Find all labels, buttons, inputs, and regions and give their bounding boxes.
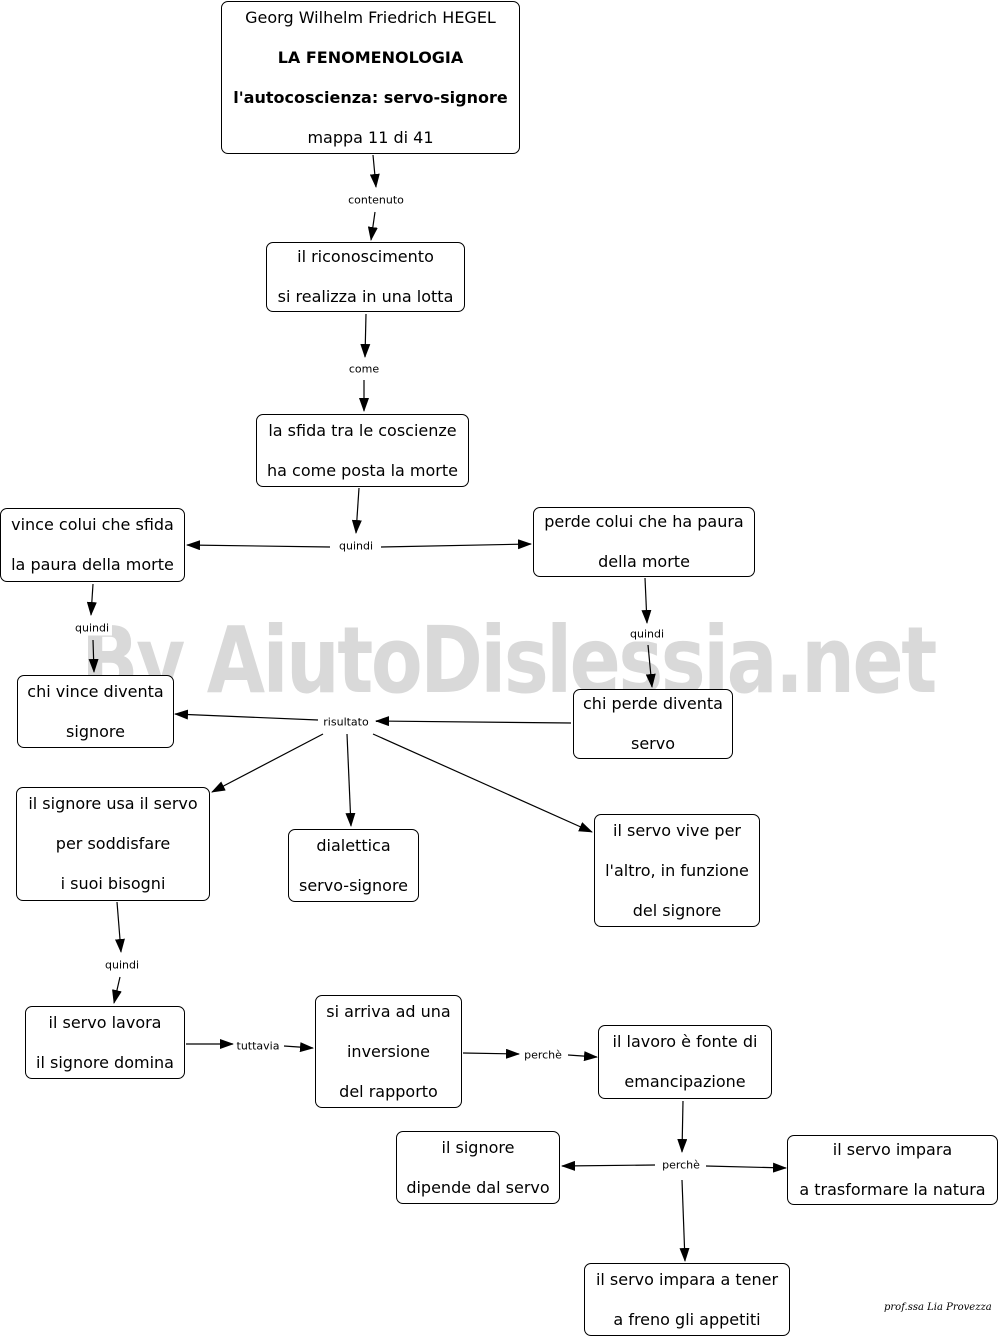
node-text: della morte: [598, 552, 690, 571]
link-label-risultato: risultato: [320, 714, 372, 730]
edge-perde-quindi: [641, 577, 652, 624]
edge-perche-trasformare: [705, 1162, 787, 1173]
node-text: signore: [66, 721, 125, 741]
node-text: vince colui che sfida: [11, 515, 174, 534]
edge-risultato-servovive: [372, 733, 593, 833]
edge-perche-signoredipende: [561, 1160, 656, 1171]
node-text: a trasformare la natura: [799, 1180, 986, 1199]
node-text: ha come posta la morte: [267, 460, 458, 480]
node-riconoscimento: il riconoscimento si realizza in una lot…: [266, 242, 465, 312]
link-label-come: come: [345, 361, 383, 377]
link-label-perche: perchè: [521, 1047, 565, 1063]
link-label-perche: perchè: [659, 1157, 703, 1173]
node-text: perde colui che ha paura: [544, 512, 744, 531]
edge-inversione-perche: [462, 1048, 520, 1059]
node-text: del signore: [632, 900, 722, 920]
node-chi-vince: chi vince diventa signore: [17, 675, 174, 748]
node-text: la sfida tra le coscienze: [268, 420, 457, 440]
node-sfida: la sfida tra le coscienze ha come posta …: [256, 414, 469, 487]
node-text: dialettica: [316, 835, 391, 855]
node-text: a freno gli appetiti: [613, 1309, 761, 1329]
node-title: Georg Wilhelm Friedrich HEGEL LA FENOMEN…: [221, 1, 520, 154]
node-text: si arriva ad una: [326, 1001, 451, 1021]
node-servo-lavora: il servo lavora il signore domina: [25, 1006, 185, 1079]
node-text: il servo vive per: [613, 820, 741, 840]
edge-quindi-servolavora: [112, 976, 122, 1004]
node-text: dipende dal servo: [406, 1177, 550, 1197]
node-text: si realizza in una lotta: [277, 287, 454, 306]
edge-riconoscimento-come: [360, 313, 371, 358]
title-topic: l'autocoscienza: servo-signore: [233, 87, 508, 107]
node-text: il servo lavora: [48, 1012, 162, 1032]
node-text: chi perde diventa: [583, 694, 723, 713]
node-text: inversione: [346, 1041, 431, 1061]
author-signature: prof.ssa Lia Provezza: [884, 1302, 992, 1313]
title-map-index: mappa 11 di 41: [307, 127, 434, 147]
node-text: il servo impara: [832, 1140, 953, 1159]
edge-quindi-chivince: [88, 639, 99, 673]
watermark: By AiutoDislessia.net: [81, 606, 937, 714]
node-servo-vive: il servo vive per l'altro, in funzione d…: [594, 814, 760, 927]
node-text: l'altro, in funzione: [605, 860, 749, 880]
node-text: del rapporto: [339, 1081, 438, 1101]
node-inversione: si arriva ad una inversione del rapporto: [315, 995, 462, 1108]
edge-perche-lavoro: [567, 1051, 598, 1062]
edge-contenuto-riconoscimento: [367, 211, 378, 241]
link-label-contenuto: contenuto: [345, 192, 407, 208]
edge-tuttavia-inversione: [283, 1042, 314, 1053]
edge-signoreusa-quindi: [114, 901, 125, 953]
node-text: il signore domina: [36, 1052, 174, 1072]
edge-lavoro-perche: [677, 1100, 688, 1153]
node-text: il signore: [441, 1137, 515, 1157]
edge-quindi-chiperde: [645, 644, 656, 688]
edge-sfida-quindi: [351, 487, 362, 534]
link-label-quindi: quindi: [335, 538, 377, 554]
link-label-quindi: quindi: [101, 957, 143, 973]
edge-quindi-perde: [380, 539, 532, 550]
link-label-quindi: quindi: [626, 626, 668, 642]
title-author: Georg Wilhelm Friedrich HEGEL: [245, 7, 496, 27]
edge-quindi-vince: [186, 540, 331, 551]
node-signore-usa: il signore usa il servo per soddisfare i…: [16, 787, 210, 901]
node-text: il lavoro è fonte di: [612, 1032, 758, 1051]
node-text: servo: [630, 734, 675, 753]
node-lavoro: il lavoro è fonte di emancipazione: [598, 1025, 772, 1099]
node-freno: il servo impara a tener a freno gli appe…: [584, 1263, 790, 1336]
edge-risultato-dialettica: [345, 733, 356, 827]
node-signore-dipende: il signore dipende dal servo: [396, 1131, 560, 1204]
edge-risultato-chivince: [174, 709, 319, 721]
node-text: la paura della morte: [11, 555, 174, 574]
title-work: LA FENOMENOLOGIA: [277, 47, 464, 67]
node-text: il signore usa il servo: [28, 794, 198, 813]
node-text: servo-signore: [298, 875, 409, 895]
node-perde: perde colui che ha paura della morte: [533, 507, 755, 577]
node-text: i suoi bisogni: [60, 874, 166, 893]
node-text: il riconoscimento: [297, 247, 434, 266]
node-dialettica: dialettica servo-signore: [288, 829, 419, 902]
node-trasformare: il servo impara a trasformare la natura: [787, 1135, 998, 1205]
edge-perche-freno: [679, 1179, 690, 1262]
node-chi-perde: chi perde diventa servo: [573, 689, 733, 759]
node-text: il servo impara a tener: [595, 1269, 779, 1289]
node-text: chi vince diventa: [27, 681, 164, 701]
edge-chiperde-risultato: [375, 716, 572, 727]
node-text: emancipazione: [624, 1072, 746, 1091]
edge-risultato-signoreusa: [211, 733, 324, 793]
edge-title-contenuto: [369, 154, 380, 188]
node-vince: vince colui che sfida la paura della mor…: [0, 508, 185, 582]
node-text: per soddisfare: [55, 834, 171, 853]
edge-vince-quindi: [86, 583, 97, 616]
link-label-tuttavia: tuttavia: [233, 1038, 283, 1054]
link-label-quindi: quindi: [71, 620, 113, 636]
